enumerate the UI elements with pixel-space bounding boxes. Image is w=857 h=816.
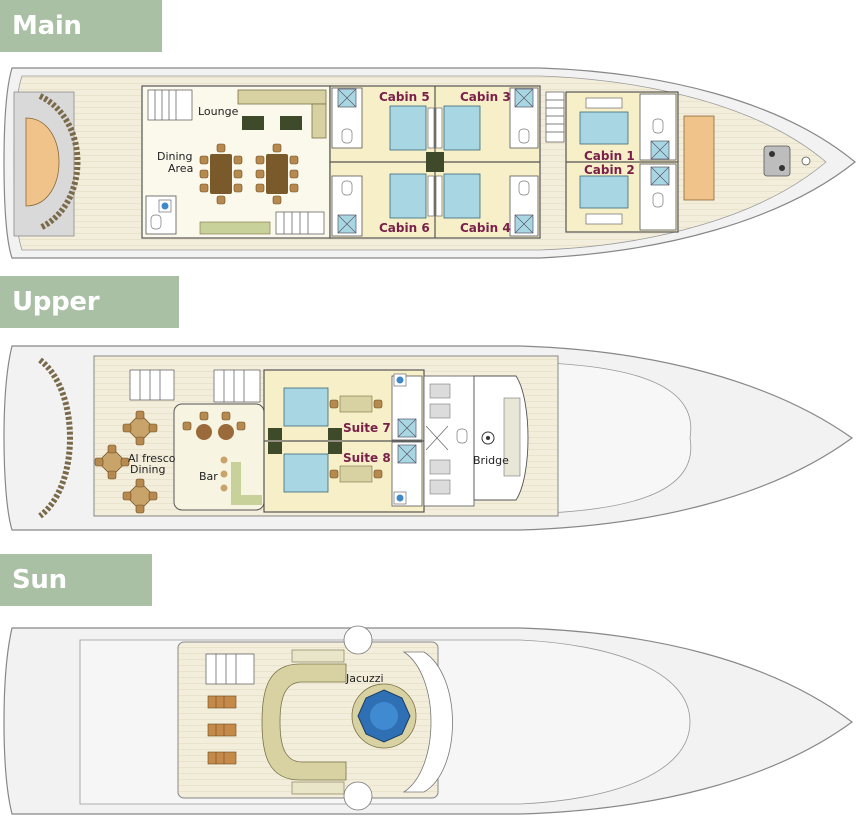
upper-deck-plan: Al fresco Dining Bar Suite 7 Suite 8 Bri…: [3, 345, 854, 531]
bridge-label: Bridge: [473, 454, 509, 467]
dining-label-1: Dining: [157, 150, 193, 163]
cabin-6-label: Cabin 6: [379, 221, 430, 235]
main-deck-title: Main Deck: [0, 0, 162, 93]
main-deck-plan: Lounge Dining Area Cabin 5 Cabin 3 Cabin…: [3, 67, 856, 259]
suite-8-label: Suite 8: [343, 451, 391, 465]
bar-label: Bar: [199, 470, 218, 483]
cabin-beds-main: [389, 105, 481, 219]
alfresco-label-2: Dining: [130, 463, 166, 476]
cabin-5-label: Cabin 5: [379, 90, 430, 104]
cabin-1-label: Cabin 1: [584, 149, 635, 163]
dining-label-2: Area: [168, 162, 193, 175]
alfresco-label-1: Al fresco: [128, 452, 176, 465]
sun-deck-plan: Jacuzzi: [3, 625, 854, 815]
suite-7-label: Suite 7: [343, 421, 391, 435]
lounge-label: Lounge: [198, 105, 239, 118]
cabin-3-label: Cabin 3: [460, 90, 511, 104]
cabin-2-label: Cabin 2: [584, 163, 635, 177]
cabin-4-label: Cabin 4: [460, 221, 511, 235]
jacuzzi-label: Jacuzzi: [345, 672, 384, 685]
